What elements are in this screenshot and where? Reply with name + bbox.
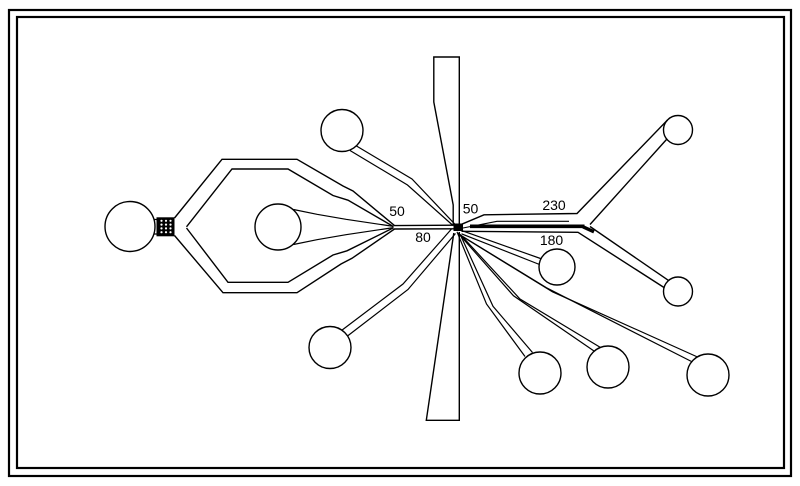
top-left-port-circle — [320, 108, 364, 153]
label-230: 230 — [542, 197, 566, 213]
taper-top-edge — [293, 208, 394, 227]
lower-right-outlets — [456, 231, 730, 397]
bypass-loop-channel — [173, 158, 456, 294]
label-80: 80 — [415, 229, 431, 245]
outlet-c-edge-2 — [461, 235, 698, 358]
vertical-channel-upper — [433, 56, 460, 225]
filter-pillar-gaps — [160, 219, 172, 234]
top-right-port-circle — [662, 114, 694, 146]
loop-top-inner-edge — [185, 168, 394, 228]
bottom-left-channel-edge-a — [341, 228, 452, 331]
taper-bottom-edge — [293, 227, 394, 246]
loop-top-outer-edge — [173, 158, 456, 227]
chip-border — [7, 8, 793, 478]
top-left-port — [320, 108, 455, 226]
mid-right-port-circle — [662, 276, 694, 307]
upper-branch-inner-edge — [589, 139, 668, 225]
branch-180-edge-a — [460, 229, 541, 260]
outlet-branch-180 — [460, 229, 576, 286]
main-junction-block — [453, 223, 463, 231]
inner-border-rect — [15, 15, 786, 470]
inlet-port-circle — [104, 200, 156, 253]
focusing-chamber — [254, 203, 394, 251]
bottom-left-port — [308, 228, 456, 370]
outlet-c-edge-1 — [458, 233, 692, 363]
outlet-b-edge-2 — [460, 234, 601, 349]
outlet-c-port-circle — [686, 353, 730, 397]
bottom-left-port-circle — [308, 325, 352, 370]
dark-core-channel-bend — [582, 225, 595, 234]
outlet-a-port-circle — [518, 351, 562, 395]
right-outlet-channel — [461, 114, 694, 307]
loop-bottom-outer-edge — [173, 228, 456, 294]
loop-bottom-inner-edge — [185, 227, 394, 283]
label-180: 180 — [540, 232, 564, 248]
lower-branch-inner-edge — [589, 225, 669, 281]
inlet-port — [104, 200, 175, 253]
outlet-b-edge-1 — [457, 232, 595, 352]
top-left-channel-edge-a — [356, 145, 455, 225]
bottom-left-channel-edge-b — [347, 233, 456, 337]
outlet-b-port-circle — [586, 345, 630, 389]
label-50-right: 50 — [463, 201, 479, 217]
outlet-a-edge-1 — [456, 231, 526, 357]
label-50-left: 50 — [389, 203, 405, 219]
branch-180-port-circle — [538, 248, 576, 286]
vertical-channel-lower — [425, 232, 460, 421]
dimension-labels: 50 50 80 230 180 — [389, 197, 566, 248]
focusing-chamber-circle — [254, 203, 302, 251]
outlet-a-edge-2 — [459, 233, 533, 353]
outer-border-rect — [7, 8, 793, 478]
top-left-channel-edge-b — [349, 149, 454, 226]
outlet-top-edge — [461, 119, 669, 225]
outlet-bottom-edge — [461, 230, 665, 289]
branch-180-edge-b — [461, 233, 540, 266]
